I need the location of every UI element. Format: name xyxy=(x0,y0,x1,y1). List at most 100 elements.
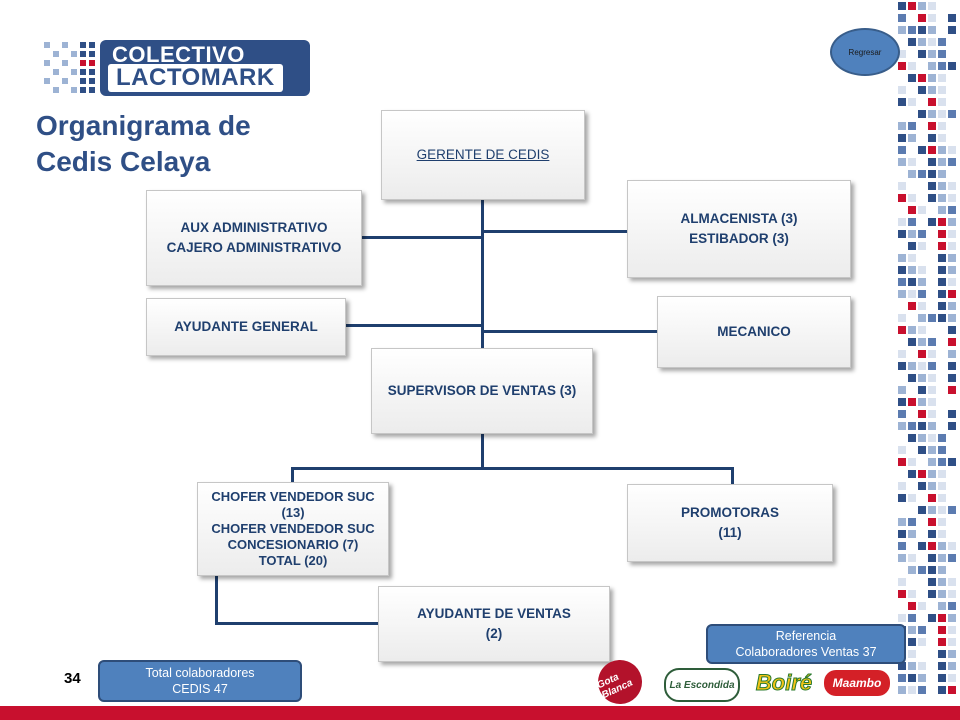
decorative-pixel xyxy=(908,62,916,70)
decorative-pixel xyxy=(948,362,956,370)
decorative-pixel xyxy=(948,278,956,286)
decorative-pixel xyxy=(908,302,916,310)
node-label: (11) xyxy=(718,525,742,540)
logo-text-bottom: LACTOMARK xyxy=(108,64,283,92)
decorative-pixel xyxy=(908,614,916,622)
node-label: AUX ADMINISTRATIVO xyxy=(180,220,328,235)
decorative-pixel xyxy=(948,14,956,22)
decorative-pixel xyxy=(948,506,956,514)
decorative-pixel xyxy=(918,674,926,682)
decorative-pixel xyxy=(918,14,926,22)
connector-promotoras-drop xyxy=(731,467,734,485)
decorative-pixel xyxy=(898,578,906,586)
decorative-pixel xyxy=(918,38,926,46)
decorative-pixel xyxy=(908,74,916,82)
decorative-pixel xyxy=(928,566,936,574)
decorative-pixel xyxy=(918,302,926,310)
decorative-pixel xyxy=(938,266,946,274)
decorative-pixel xyxy=(948,338,956,346)
note-line: CEDIS 47 xyxy=(172,682,228,696)
decorative-pixel xyxy=(928,458,936,466)
decorative-pixel xyxy=(928,542,936,550)
decorative-pixel xyxy=(918,398,926,406)
logo-pixel xyxy=(80,69,86,75)
decorative-pixel xyxy=(928,614,936,622)
decorative-pixel xyxy=(908,662,916,670)
decorative-pixel xyxy=(908,458,916,466)
decorative-pixel xyxy=(898,278,906,286)
decorative-pixel xyxy=(918,686,926,694)
node-label: TOTAL (20) xyxy=(258,553,328,568)
back-button[interactable]: Regresar xyxy=(830,28,900,76)
decorative-pixel xyxy=(898,182,906,190)
decorative-pixel xyxy=(908,26,916,34)
node-chofer-vendedor: CHOFER VENDEDOR SUC (13) CHOFER VENDEDOR… xyxy=(197,482,389,576)
decorative-pixel xyxy=(898,122,906,130)
decorative-pixel xyxy=(928,590,936,598)
decorative-pixel xyxy=(918,146,926,154)
decorative-pixel xyxy=(898,398,906,406)
decorative-pixel xyxy=(948,182,956,190)
decorative-pixel xyxy=(898,614,906,622)
decorative-pixel xyxy=(908,602,916,610)
decorative-pixel xyxy=(948,314,956,322)
decorative-pixel xyxy=(918,638,926,646)
node-label: MECANICO xyxy=(717,324,791,339)
decorative-pixel xyxy=(908,686,916,694)
brand-logo-boire: Boiré xyxy=(755,670,813,696)
decorative-pixel xyxy=(948,266,956,274)
decorative-pixel xyxy=(918,338,926,346)
decorative-pixel xyxy=(898,326,906,334)
decorative-pixel-strip xyxy=(896,0,960,706)
logo-pixel xyxy=(80,78,86,84)
decorative-pixel xyxy=(938,62,946,70)
decorative-pixel xyxy=(938,494,946,502)
decorative-pixel xyxy=(938,206,946,214)
decorative-pixel xyxy=(928,338,936,346)
decorative-pixel xyxy=(928,362,936,370)
decorative-pixel xyxy=(928,494,936,502)
logo-pixel xyxy=(80,42,86,48)
referencia-note: Referencia Colaboradores Ventas 37 xyxy=(706,624,906,664)
decorative-pixel xyxy=(948,626,956,634)
logo-pixel xyxy=(62,78,68,84)
decorative-pixel xyxy=(948,422,956,430)
node-gerente-de-cedis[interactable]: GERENTE DE CEDIS xyxy=(381,110,585,200)
decorative-pixel xyxy=(948,290,956,298)
decorative-pixel xyxy=(948,542,956,550)
decorative-pixel xyxy=(938,74,946,82)
node-almacenista: ALMACENISTA (3) ESTIBADOR (3) xyxy=(627,180,851,278)
logo-pixel xyxy=(89,51,95,57)
decorative-pixel xyxy=(908,362,916,370)
decorative-pixel xyxy=(948,26,956,34)
decorative-pixel xyxy=(908,434,916,442)
decorative-pixel xyxy=(908,2,916,10)
decorative-pixel xyxy=(908,638,916,646)
decorative-pixel xyxy=(898,530,906,538)
decorative-pixel xyxy=(918,542,926,550)
decorative-pixel xyxy=(918,266,926,274)
logo-pixel xyxy=(53,51,59,57)
logo-pixel xyxy=(89,78,95,84)
decorative-pixel xyxy=(928,530,936,538)
decorative-pixel xyxy=(938,578,946,586)
decorative-pixel xyxy=(948,326,956,334)
decorative-pixel xyxy=(938,302,946,310)
decorative-pixel xyxy=(898,542,906,550)
decorative-pixel xyxy=(928,182,936,190)
decorative-pixel xyxy=(918,434,926,442)
decorative-pixel xyxy=(938,638,946,646)
decorative-pixel xyxy=(928,62,936,70)
decorative-pixel xyxy=(918,206,926,214)
decorative-pixel xyxy=(928,98,936,106)
logo-pixel xyxy=(62,42,68,48)
decorative-pixel xyxy=(898,590,906,598)
decorative-pixel xyxy=(908,422,916,430)
decorative-pixel xyxy=(928,170,936,178)
decorative-pixel xyxy=(948,410,956,418)
decorative-pixel xyxy=(938,458,946,466)
decorative-pixel xyxy=(928,554,936,562)
decorative-pixel xyxy=(938,650,946,658)
decorative-pixel xyxy=(928,470,936,478)
connector-mecanico xyxy=(482,330,658,333)
